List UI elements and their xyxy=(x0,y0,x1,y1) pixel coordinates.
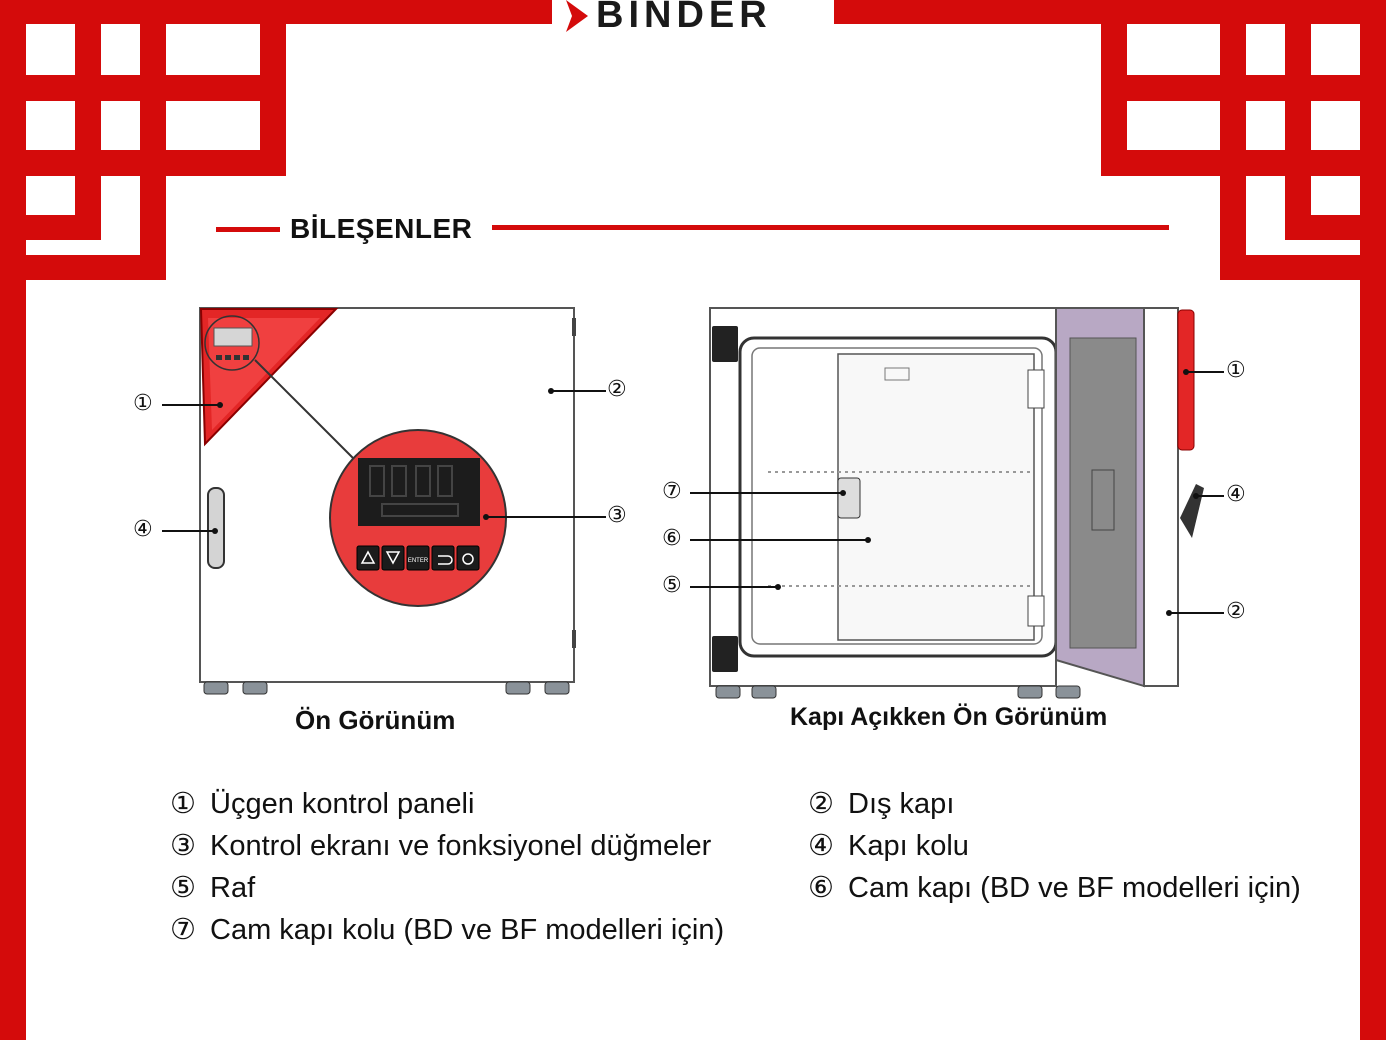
front-view-diagram: ENTER xyxy=(162,307,606,695)
section-title: BİLEŞENLER xyxy=(290,213,473,244)
legend-right-column: ② Dış kapı ④ Kapı kolu ⑥ Cam kapı (BD ve BF… xyxy=(808,783,1301,909)
callout-4-front: ④ xyxy=(133,517,153,542)
callout-1-open: ① xyxy=(1226,358,1246,383)
legend-number: ① xyxy=(170,788,196,820)
door-handle xyxy=(207,487,225,569)
legend-text: Kontrol ekranı ve fonksiyonel düğmeler xyxy=(210,830,712,862)
legend-item: ⑦ Cam kapı kolu (BD ve BF modelleri için) xyxy=(170,909,724,951)
legend-item: ⑥ Cam kapı (BD ve BF modelleri için) xyxy=(808,867,1301,909)
legend-item: ⑤ Raf xyxy=(170,867,724,909)
legend-text: Üçgen kontrol paneli xyxy=(210,788,475,820)
glass-door xyxy=(837,353,1035,641)
legend-item: ③ Kontrol ekranı ve fonksiyonel düğmeler xyxy=(170,825,724,867)
open-view-caption: Kapı Açıkken Ön Görünüm xyxy=(790,703,1108,731)
legend-item: ② Dış kapı xyxy=(808,783,1301,825)
legend-number: ③ xyxy=(170,830,196,862)
legend-item: ① Üçgen kontrol paneli xyxy=(170,783,724,825)
logo-area xyxy=(552,0,834,34)
callout-4-open: ④ xyxy=(1226,482,1246,507)
legend-text: Kapı kolu xyxy=(848,830,969,862)
open-door-view-diagram xyxy=(690,307,1224,699)
legend-number: ⑦ xyxy=(170,914,196,946)
callout-2-front: ② xyxy=(607,377,627,402)
legend-text: Dış kapı xyxy=(848,788,955,820)
legend-number: ④ xyxy=(808,830,834,862)
callout-3-front: ③ xyxy=(607,503,627,528)
callout-5-open: ⑤ xyxy=(662,573,682,598)
legend-item: ④ Kapı kolu xyxy=(808,825,1301,867)
glass-door-handle xyxy=(837,477,861,519)
legend-number: ⑥ xyxy=(808,872,834,904)
brand-logo-text: BINDER xyxy=(596,0,772,36)
svg-text:ENTER: ENTER xyxy=(408,558,429,564)
legend-number: ⑤ xyxy=(170,872,196,904)
legend-text: Raf xyxy=(210,872,256,904)
callout-2-open: ② xyxy=(1226,599,1246,624)
legend-number: ② xyxy=(808,788,834,820)
binder-logo-icon xyxy=(566,0,588,32)
legend-left-column: ① Üçgen kontrol paneli ③ Kontrol ekranı ve… xyxy=(170,783,724,951)
side-door-handle xyxy=(1180,484,1204,538)
callout-7-open: ⑦ xyxy=(662,479,682,504)
side-control-panel xyxy=(1177,309,1195,451)
front-view-caption: Ön Görünüm xyxy=(295,705,456,735)
legend-text: Cam kapı kolu (BD ve BF modelleri için) xyxy=(210,914,725,946)
callout-1-front: ① xyxy=(133,391,153,416)
legend-text: Cam kapı (BD ve BF modelleri için) xyxy=(848,872,1301,904)
callout-6-open: ⑥ xyxy=(662,526,682,551)
